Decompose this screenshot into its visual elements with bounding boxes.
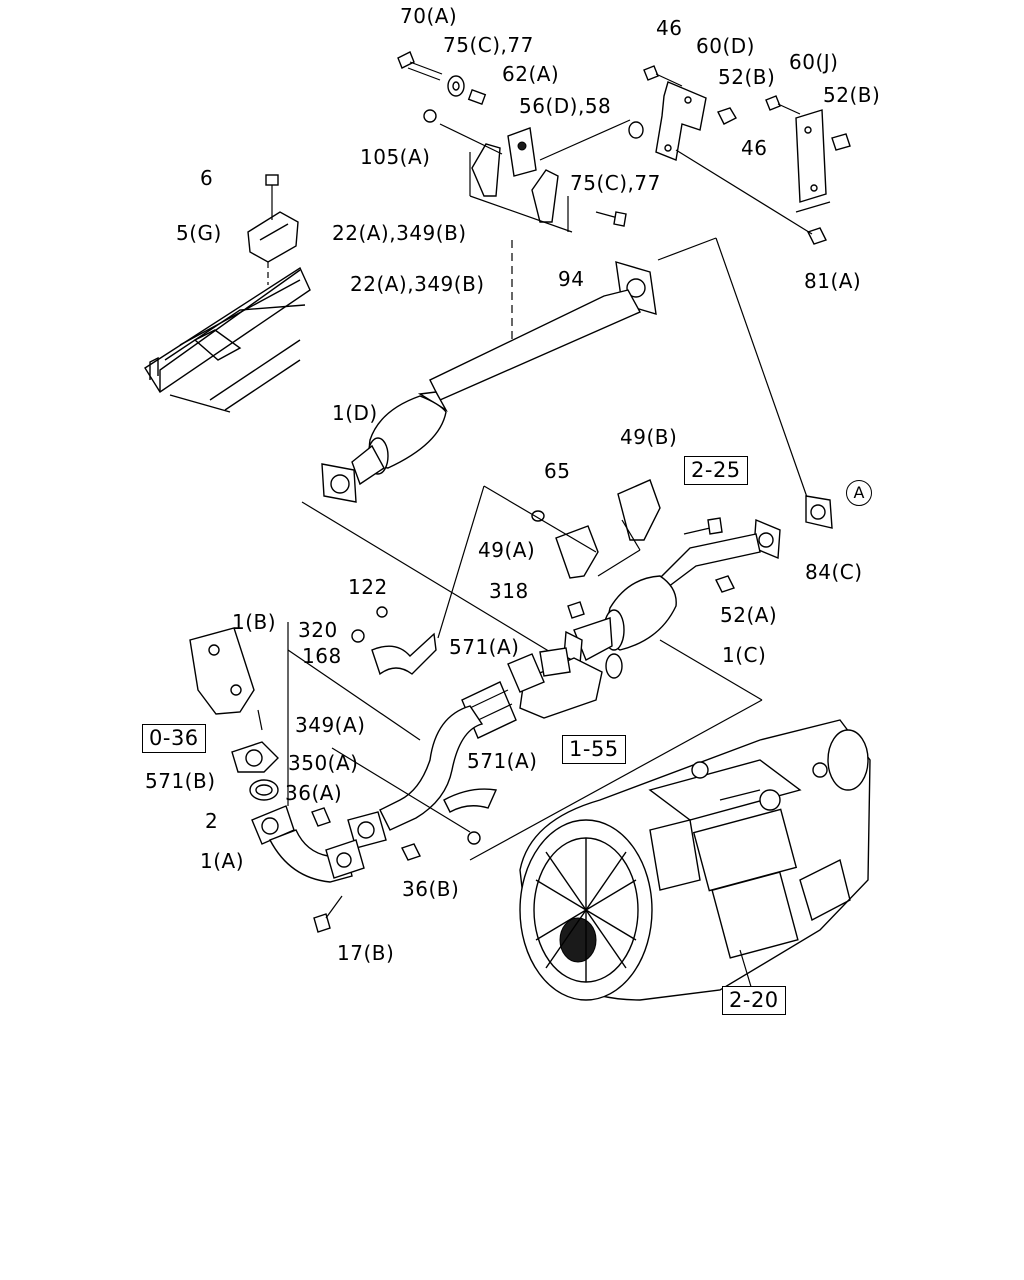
label-22a-349b-2: 22(A),349(B) [350,272,485,296]
label-52a: 52(A) [720,603,778,627]
label-318: 318 [489,579,529,603]
pipe-1c [437,479,833,861]
chassis-frame [144,266,311,413]
ref-box-2-20[interactable]: 2-20 [722,986,786,1015]
label-75c-77-top: 75(C),77 [443,33,534,57]
label-56d-58: 56(D),58 [519,94,612,118]
label-349a: 349(A) [295,713,366,737]
label-571a-2: 571(A) [467,749,538,773]
label-52b-1: 52(B) [718,65,776,89]
ref-box-2-25[interactable]: 2-25 [684,456,748,485]
label-60d: 60(D) [696,34,755,58]
label-571b: 571(B) [145,769,216,793]
label-81a: 81(A) [804,269,862,293]
bracket-5g [247,174,299,285]
callout-a: A [846,480,872,506]
pipe-1b [287,606,623,845]
label-1b: 1(B) [232,610,277,634]
label-84c: 84(C) [805,560,863,584]
label-36a: 36(A) [285,781,343,805]
label-2: 2 [205,809,219,833]
label-65: 65 [544,459,571,483]
label-46-mid: 46 [741,136,768,160]
label-5g: 5(G) [176,221,222,245]
label-22a-349b-1: 22(A),349(B) [332,221,467,245]
ref-box-0-36[interactable]: 0-36 [142,724,206,753]
pipe-1a-and-manifold [189,627,421,933]
label-1c: 1(C) [722,643,767,667]
pipe-1d [301,237,809,677]
top-hanger-assembly [397,51,644,340]
label-46-top: 46 [656,16,683,40]
label-168: 168 [302,644,342,668]
label-1a: 1(A) [200,849,245,873]
label-350a: 350(A) [288,751,359,775]
label-320: 320 [298,618,338,642]
label-1d: 1(D) [332,401,378,425]
label-49a: 49(A) [478,538,536,562]
label-70a: 70(A) [400,4,458,28]
label-60j: 60(J) [789,50,839,74]
label-49b: 49(B) [620,425,678,449]
label-75c-77-mid: 75(C),77 [570,171,661,195]
label-36b: 36(B) [402,877,460,901]
label-52b-2: 52(B) [823,83,881,107]
label-6: 6 [200,166,214,190]
label-571a-1: 571(A) [449,635,520,659]
ref-box-1-55[interactable]: 1-55 [562,735,626,764]
label-62a: 62(A) [502,62,560,86]
label-105a: 105(A) [360,145,431,169]
label-94: 94 [558,267,585,291]
transmission-2-20 [519,719,871,1001]
bracket-60d-60j [643,65,851,245]
label-17b: 17(B) [337,941,395,965]
label-122: 122 [348,575,388,599]
